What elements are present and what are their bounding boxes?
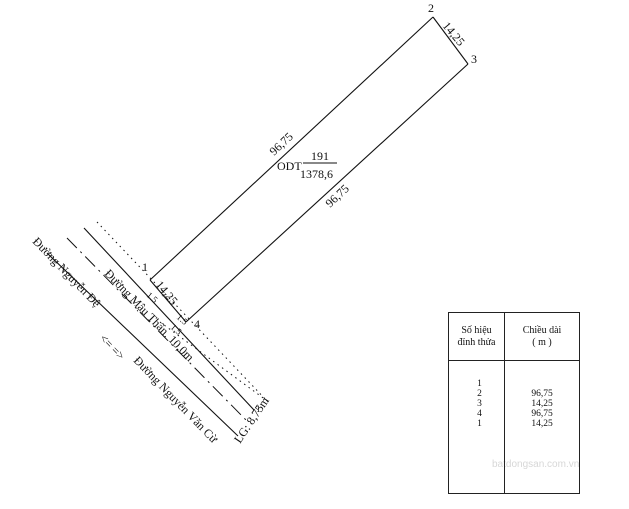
road-arrows-label: <= => (97, 331, 128, 363)
table-cell-length: 96,75 (531, 409, 553, 419)
edge-4-1 (149, 279, 187, 323)
table-header-vertex-line1: Số hiệu (461, 324, 492, 336)
vertex-label-3: 3 (471, 52, 477, 66)
setback-line (159, 321, 271, 404)
watermark: batdongsan.com.vn (492, 459, 579, 470)
table-cell-length (505, 379, 579, 389)
table-cell-point: 1 (477, 419, 482, 429)
setback-label: LG: 8,75m (231, 394, 272, 446)
table-header-length-line1: Chiều dài (522, 324, 562, 336)
parcel-number-label: 191 (311, 149, 329, 163)
table-cell-length: 14,25 (531, 399, 553, 409)
vertex-label-2: 2 (428, 1, 434, 15)
vertex-label-1: 1 (142, 260, 148, 274)
table-cell-length: 14,25 (531, 419, 553, 429)
setback-mark: 1 (256, 404, 261, 414)
table-length-column: 96,75 14,25 96,75 14,25 (505, 361, 579, 493)
road-edge-solid-lower (46, 252, 239, 437)
vertex-label-4: 4 (194, 317, 200, 331)
table-cell-point: 3 (477, 399, 482, 409)
table-header-length-line2: ( m ) (532, 336, 552, 348)
table-cell-point: 4 (477, 409, 482, 419)
edge-length-4-1: 14,25 (153, 278, 181, 308)
edge-3-4 (185, 63, 469, 323)
parcel-area-label: 1378,6 (300, 167, 333, 181)
edge-length-3-4: 96,75 (322, 182, 351, 211)
road-right-label: Đường Nguyễn Văn Cừ (131, 353, 221, 446)
road-left-label: Đường Nguyễn Đệ (30, 234, 104, 310)
edge-2-3 (432, 16, 469, 65)
edge-length-2-3: 14,25 (440, 19, 468, 49)
table-cell-point: 1 (477, 379, 482, 389)
edge-1-2 (149, 16, 434, 281)
table-cell-length: 96,75 (531, 389, 553, 399)
table-header-vertex: Số hiệu đỉnh thửa (449, 313, 505, 361)
road-edge-solid-upper (83, 227, 255, 411)
table-vertex-column: 1 2 3 4 1 (449, 361, 505, 493)
road-centerline (66, 237, 247, 421)
table-header-vertex-line2: đỉnh thửa (457, 336, 496, 348)
land-type-label: ODT (277, 159, 302, 173)
table-header-length: Chiều dài ( m ) (505, 313, 579, 361)
table-cell-point: 2 (477, 389, 482, 399)
vertex-length-table: Số hiệu đỉnh thửa Chiều dài ( m ) 1 2 3 … (448, 312, 580, 494)
edge-length-1-2: 96,75 (266, 130, 295, 159)
